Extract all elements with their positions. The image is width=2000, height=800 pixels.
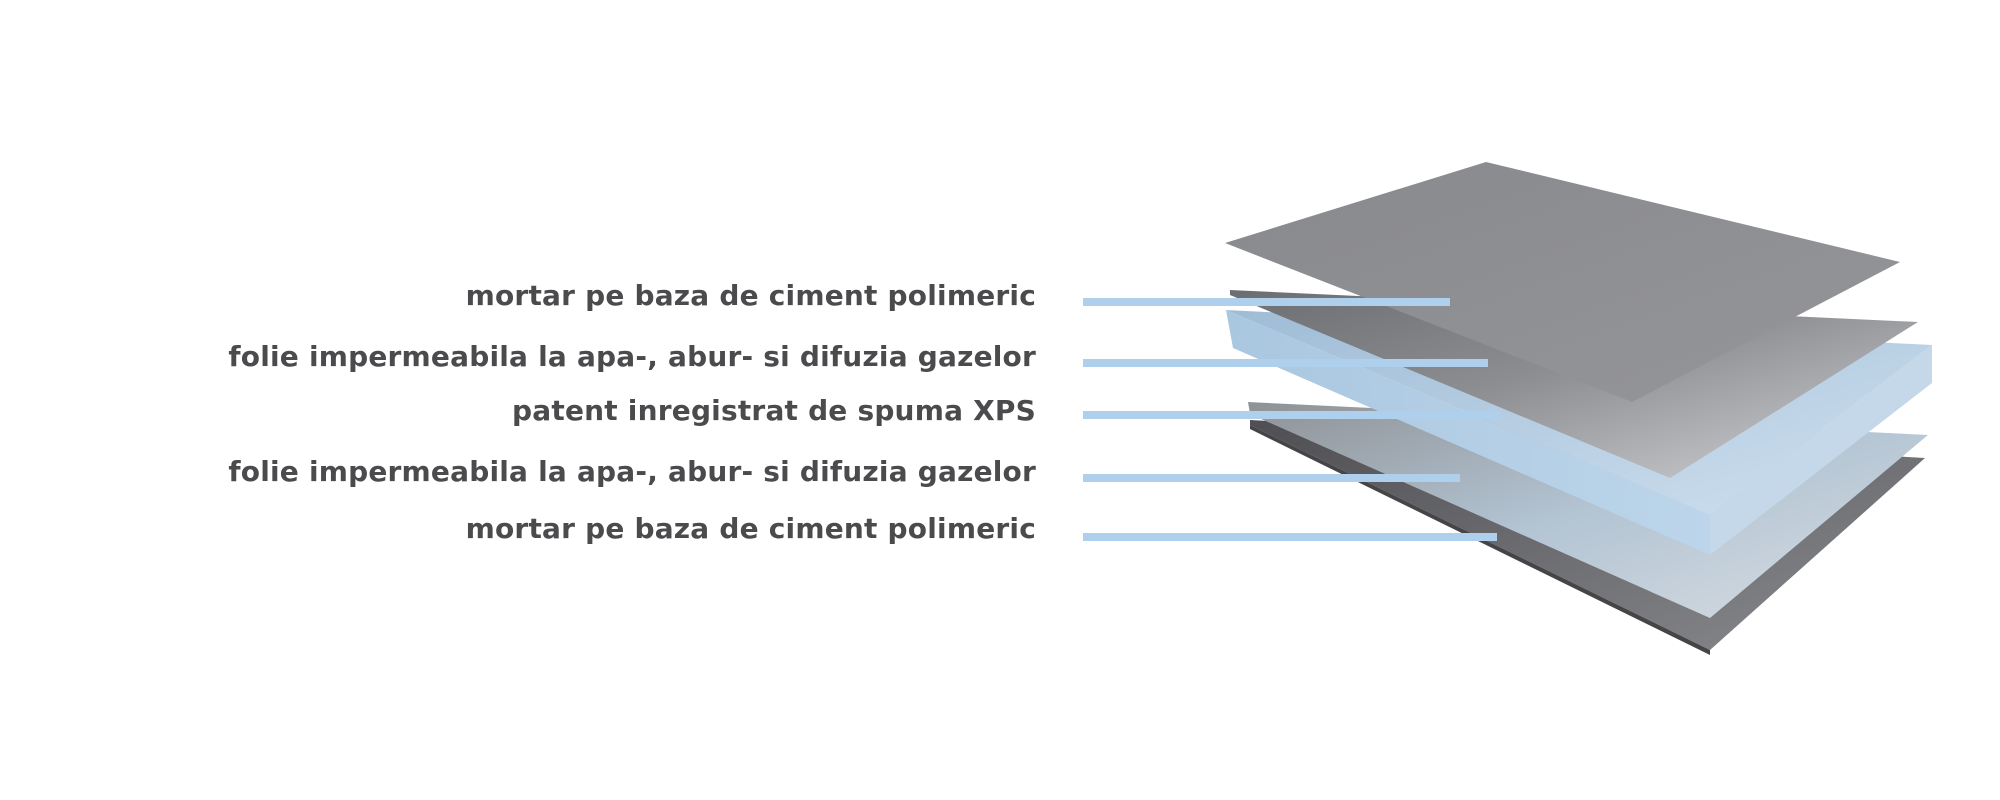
layer-label-mortar-top: mortar pe baza de ciment polimeric xyxy=(465,279,1036,312)
layer-label-membrane-top: folie impermeabila la apa-, abur- si dif… xyxy=(228,340,1036,373)
layer-label-mortar-bottom: mortar pe baza de ciment polimeric xyxy=(465,512,1036,545)
layer-label-xps-foam: patent inregistrat de spuma XPS xyxy=(512,394,1036,427)
xps-foam-side xyxy=(1226,310,1710,555)
leader-lines xyxy=(1083,298,1500,541)
layer-label-membrane-bottom: folie impermeabila la apa-, abur- si dif… xyxy=(228,455,1036,488)
xps-foam-end xyxy=(1710,345,1932,555)
top-mortar-layer xyxy=(1225,162,1900,402)
